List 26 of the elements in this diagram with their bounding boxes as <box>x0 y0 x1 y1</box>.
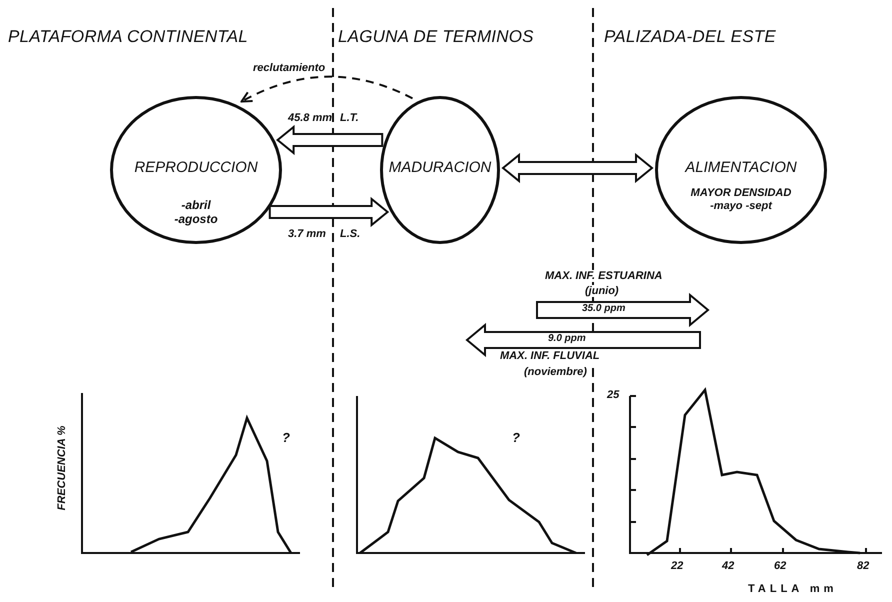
stage-note: -abril -agosto <box>173 199 219 227</box>
stage-circle <box>110 96 282 244</box>
stage-title: MADURACION <box>388 159 492 176</box>
salinity-note: MAX. INF. FLUVIAL <box>500 350 600 362</box>
block-arrow <box>501 152 654 184</box>
stage-note: MAYOR DENSIDAD -mayo -sept <box>690 187 792 212</box>
stage-title: ALIMENTACION <box>684 159 798 176</box>
edge-label: reclutamiento <box>253 62 326 74</box>
salinity-value: 35.0 ppm <box>582 303 626 314</box>
tick-label: 25 <box>607 389 620 402</box>
tick-label: 62 <box>774 560 786 572</box>
axis-title: FRECUENCIA % <box>56 426 68 510</box>
stage-title: REPRODUCCION <box>133 159 259 176</box>
curved-arrow <box>240 76 413 103</box>
tick-label: 82 <box>857 560 870 572</box>
block-arrow <box>268 196 390 228</box>
stage-circle <box>380 96 500 244</box>
block-arrow <box>276 124 384 156</box>
stage-circle <box>655 96 827 244</box>
edge-label: 3.7 mm <box>288 228 326 240</box>
salinity-note: (noviembre) <box>524 366 587 378</box>
size-note: L.S. <box>340 228 360 240</box>
edge-label: 45.8 mm <box>288 112 332 124</box>
salinity-note: MAX. INF. ESTUARINA <box>545 270 662 282</box>
salinity-value: 9.0 ppm <box>548 333 586 344</box>
salinity-note: (junio) <box>585 285 619 298</box>
